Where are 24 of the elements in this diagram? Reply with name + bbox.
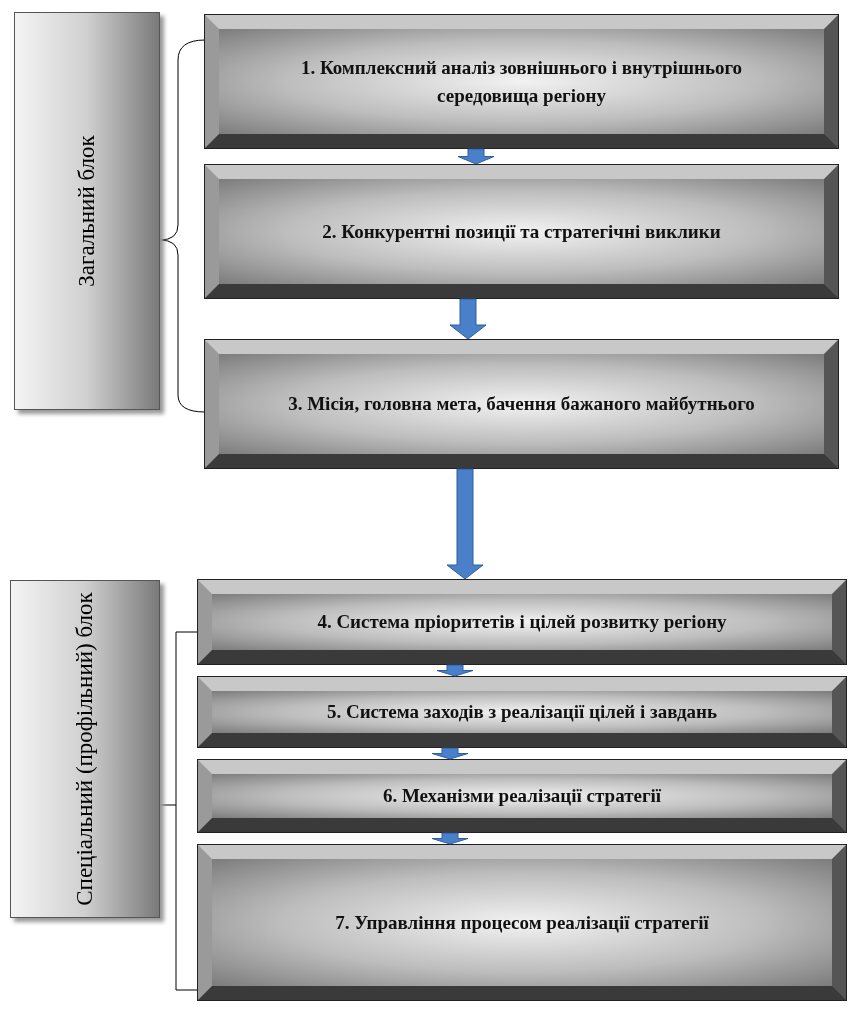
block-arrow xyxy=(436,664,474,677)
step-box xyxy=(205,15,838,148)
side-label-box xyxy=(14,12,160,410)
block-arrow xyxy=(449,298,487,340)
step-box xyxy=(205,340,838,468)
step-box xyxy=(205,165,838,298)
step-text: 1. Комплексний аналіз зовнішнього і внутрішнього середовища регіону xyxy=(299,55,744,108)
block-title: Загальний блок xyxy=(73,134,100,289)
block-arrow xyxy=(431,832,469,845)
step-text: 3. Місія, головна мета, бачення бажаного майбутнього xyxy=(287,392,756,417)
block-arrow xyxy=(431,747,469,760)
step-box xyxy=(198,845,846,1000)
block-arrow xyxy=(446,468,484,580)
block-title: Спеціальний (профільний) блок xyxy=(71,591,98,908)
step-text: 7. Управління процесом реалізації стратегії xyxy=(334,910,710,935)
step-text: 2. Конкурентні позиції та стратегічні виклики xyxy=(321,219,722,244)
step-box xyxy=(198,580,846,664)
block-arrow xyxy=(457,148,495,165)
step-text: 5. Система заходів з реалізації цілей і завдань xyxy=(325,700,719,725)
step-box xyxy=(198,677,846,747)
step-text: 4. Система пріоритетів і цілей розвитку регіону xyxy=(316,610,728,635)
side-label-box xyxy=(10,580,160,918)
step-box xyxy=(198,760,846,832)
step-text: 6. Механізми реалізації стратегії xyxy=(381,784,663,809)
